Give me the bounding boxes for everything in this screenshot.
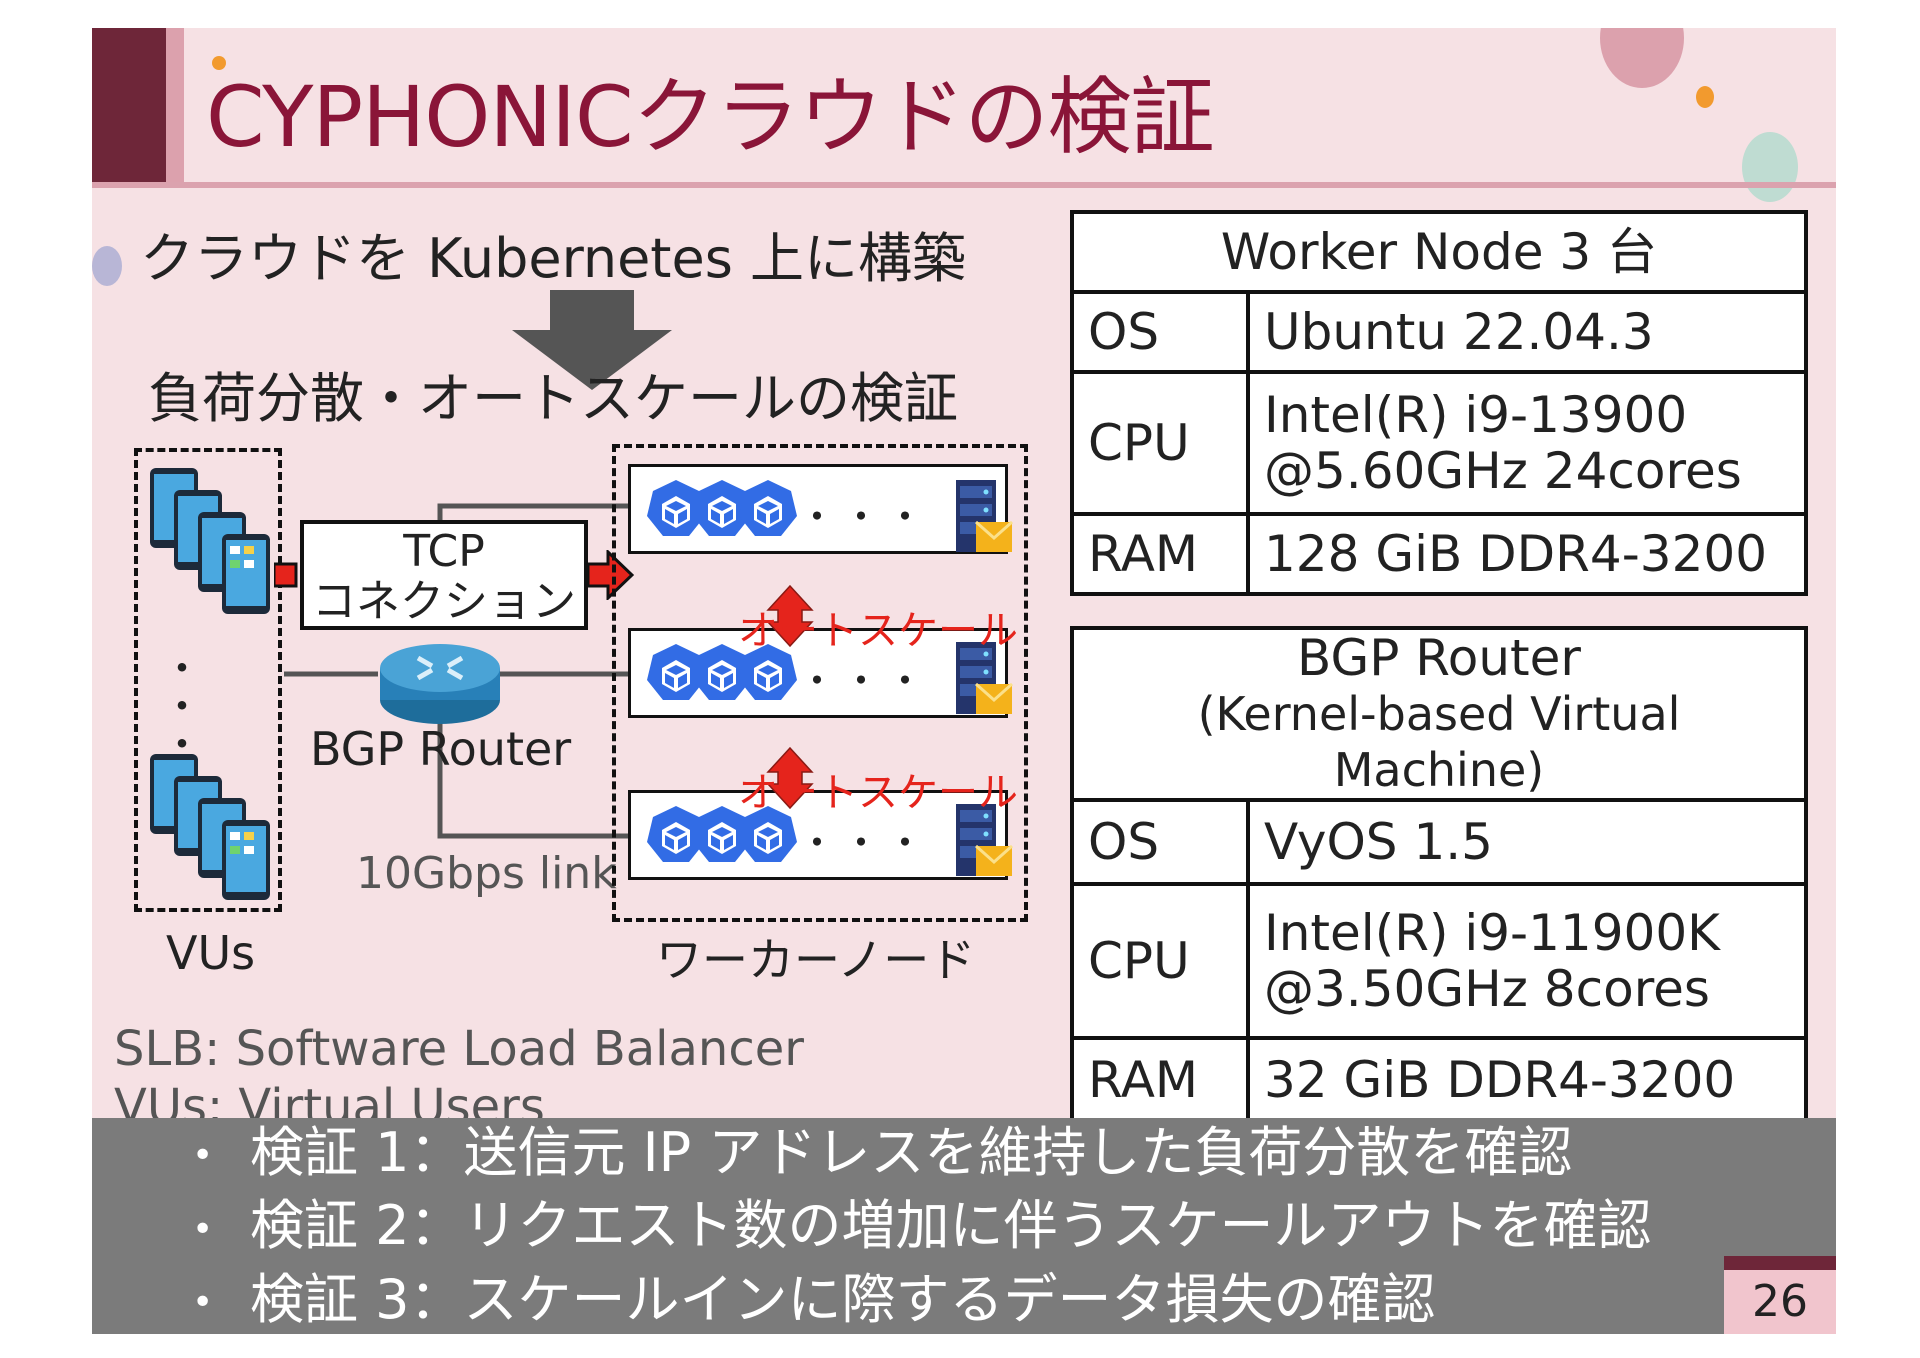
vus-group xyxy=(134,448,282,912)
worker-os-key: OS xyxy=(1070,290,1250,374)
server-icon xyxy=(954,478,1014,554)
router-cpu-key: CPU xyxy=(1070,882,1250,1040)
worker-cpu-value-line1: Intel(R) i9-13900 xyxy=(1264,386,1688,444)
kubernetes-pods-layer xyxy=(647,478,1014,878)
bullet-icon: • xyxy=(192,1282,214,1324)
router-cpu-value-line2: @3.50GHz 8cores xyxy=(1264,960,1710,1018)
kubernetes-pod-icon xyxy=(739,480,797,536)
pod-ellipsis: ・・・ xyxy=(798,495,931,539)
arrow-vus-to-tcp xyxy=(274,562,298,588)
decor-circle xyxy=(212,56,226,70)
connection-lines xyxy=(284,503,628,839)
worker-ram-value: 128 GiB DDR4-3200 xyxy=(1246,512,1808,596)
double-arrow-icon xyxy=(766,746,814,810)
note-slb: SLB: Software Load Balancer xyxy=(114,1021,804,1077)
autoscale-label: オートスケール xyxy=(738,608,1018,654)
slide: CYPHONICクラウドの検証 クラウドを Kubernetes 上に構築 負荷… xyxy=(92,28,1836,1334)
pod-ellipsis: ・・・ xyxy=(798,821,931,865)
arrow-tcp-to-nodes xyxy=(586,550,634,600)
router-icon xyxy=(380,644,500,724)
bgp-router-label: BGP Router xyxy=(310,722,572,776)
verification-item-3: • 検証 3：スケールインに際するデータ損失の確認 xyxy=(192,1265,1652,1334)
router-ram-value: 32 GiB DDR4-3200 xyxy=(1246,1036,1808,1124)
down-arrow-icon xyxy=(512,290,672,390)
worker-node-spec-table: Worker Node 3 台 OS Ubuntu 22.04.3 CPU In… xyxy=(1070,210,1808,596)
worker-cpu-value: Intel(R) i9-13900 @5.60GHz 24cores xyxy=(1246,370,1808,516)
router-cpu-value: Intel(R) i9-11900K @3.50GHz 8cores xyxy=(1246,882,1808,1040)
title-accent-bar-light xyxy=(166,28,184,186)
decor-circle xyxy=(1600,28,1684,88)
tcp-connection-box: TCP コネクション xyxy=(300,520,588,630)
smartphone-icon xyxy=(222,820,270,900)
smartphone-icon-group-bottom xyxy=(150,754,270,900)
line-router-top xyxy=(437,503,628,524)
router-spec-table: BGP Router (Kernel-based Virtual Machine… xyxy=(1070,626,1808,1124)
bullet-icon: • xyxy=(192,1135,214,1177)
decor-circle xyxy=(1696,86,1714,108)
line-router-bottom xyxy=(437,718,628,839)
worker-node-group xyxy=(612,444,1028,922)
router-cpu-value-line1: Intel(R) i9-11900K xyxy=(1264,904,1720,962)
router-header-line2: (Kernel-based Virtual Machine) xyxy=(1197,687,1681,797)
worker-os-value: Ubuntu 22.04.3 xyxy=(1246,290,1808,374)
verification-item-2: • 検証 2：リクエスト数の増加に伴うスケールアウトを確認 xyxy=(192,1191,1652,1264)
page-number: 26 xyxy=(1724,1270,1836,1334)
link-speed-label: 10Gbps link xyxy=(356,848,617,899)
worker-table-header: Worker Node 3 台 xyxy=(1070,210,1808,294)
page-number-accent xyxy=(1724,1256,1836,1270)
verification-text-3: 検証 3：スケールインに際するデータ損失の確認 xyxy=(250,1267,1436,1331)
worker-cpu-value-line2: @5.60GHz 24cores xyxy=(1264,442,1742,500)
worker-ram-key: RAM xyxy=(1070,512,1250,596)
summary-footer: • 検証 1：送信元 IP アドレスを維持した負荷分散を確認 • 検証 2：リクエス… xyxy=(92,1118,1836,1334)
double-arrow-icon xyxy=(766,584,814,648)
router-table-header: BGP Router (Kernel-based Virtual Machine… xyxy=(1070,626,1808,802)
router-os-key: OS xyxy=(1070,798,1250,886)
vus-label: VUs xyxy=(166,926,256,980)
verification-text-2: 検証 2：リクエスト数の増加に伴うスケールアウトを確認 xyxy=(250,1194,1652,1258)
smartphone-icon-group-top xyxy=(150,468,270,614)
title-underline xyxy=(92,182,1836,188)
title-accent-bar xyxy=(92,28,166,186)
tcp-connection-label: コネクション xyxy=(312,576,576,627)
verification-list: • 検証 1：送信元 IP アドレスを維持した負荷分散を確認 • 検証 2：リクエス… xyxy=(192,1118,1652,1334)
verification-text-1: 検証 1：送信元 IP アドレスを維持した負荷分散を確認 xyxy=(250,1121,1573,1184)
router-ram-key: RAM xyxy=(1070,1036,1250,1124)
heading-kubernetes: クラウドを Kubernetes 上に構築 xyxy=(140,227,967,290)
bullet-icon: • xyxy=(192,1208,214,1250)
pod-ellipsis: ・・・ xyxy=(798,659,931,703)
autoscale-label: オートスケール xyxy=(738,770,1018,816)
tcp-label: TCP xyxy=(403,526,485,577)
worker-node-label: ワーカーノード xyxy=(656,933,976,987)
router-os-value: VyOS 1.5 xyxy=(1246,798,1808,886)
abbreviation-notes: SLB: Software Load Balancer VUs: Virtual… xyxy=(114,1020,804,1136)
smartphone-icon xyxy=(222,534,270,614)
worker-cpu-key: CPU xyxy=(1070,370,1250,516)
heading-verification: 負荷分散・オートスケールの検証 xyxy=(148,367,958,430)
slide-title: CYPHONICクラウドの検証 xyxy=(206,68,1215,166)
router-header-line1: BGP Router xyxy=(1297,629,1581,687)
verification-item-1: • 検証 1：送信元 IP アドレスを維持した負荷分散を確認 xyxy=(192,1118,1652,1191)
decor-circle xyxy=(1742,132,1798,202)
decor-circle xyxy=(92,246,122,286)
